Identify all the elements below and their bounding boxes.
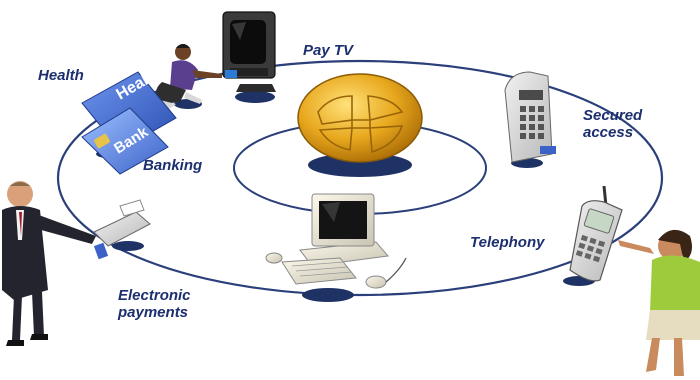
woman-figure-icon — [618, 229, 700, 376]
node-computer — [302, 288, 354, 302]
smart-chip-icon — [297, 73, 423, 177]
outer-ring — [56, 59, 664, 297]
label-banking: Banking — [143, 157, 203, 174]
label-telephony: Telephony — [470, 234, 545, 251]
label-health: Health — [38, 67, 84, 84]
bank-card-icon: Bank — [81, 107, 169, 175]
child-figure-icon — [156, 44, 222, 110]
keypad-terminal-icon — [504, 71, 556, 163]
label-secured-access: Secured access — [583, 107, 643, 141]
label-electronic-payments: Electronic payments — [118, 287, 191, 321]
businessman-figure-icon — [2, 181, 96, 346]
card-reader-icon — [93, 199, 151, 260]
label-pay-tv: Pay TV — [303, 42, 354, 59]
node-pay-tv — [235, 91, 275, 103]
television-icon — [222, 11, 276, 92]
desktop-computer-icon — [265, 193, 407, 289]
mobile-phone-icon — [569, 185, 623, 282]
node-electronic — [112, 241, 144, 251]
